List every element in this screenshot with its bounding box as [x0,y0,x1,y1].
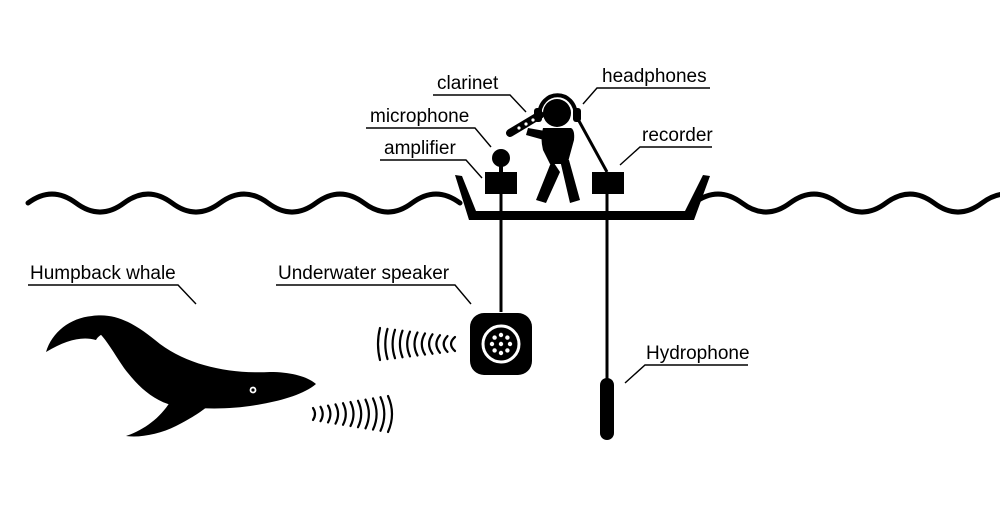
sound-wave-arc [334,403,340,425]
label-humpback-whale: Humpback whale [30,263,176,284]
sound-wave-arc [428,333,434,355]
humpback-whale-icon [46,315,316,437]
sound-wave-arc [341,402,347,426]
leader-lines [28,87,748,384]
sound-wave-arc [326,404,332,424]
musician-icon [506,93,581,203]
sound-wave-arc [449,335,457,353]
label-recorder: recorder [642,125,713,146]
label-underwater-speaker: Underwater speaker [278,263,450,284]
sound-wave-arc [376,326,382,362]
headphone-cable [577,120,609,173]
sound-wave-arc [442,335,449,353]
sound-wave-arc [391,328,397,360]
sound-wave-arc [319,405,324,423]
label-clarinet: clarinet [437,73,499,94]
label-headphones: headphones [602,66,707,87]
sound-wave-arc [435,334,442,354]
label-amplifier: amplifier [384,138,456,159]
boat [455,175,710,220]
amplifier-box [485,172,517,194]
label-microphone: microphone [370,106,469,127]
water-surface-left [25,191,463,215]
sound-wave-arc [349,400,355,428]
sound-wave-arc [379,396,386,432]
sound-wave-arc [364,398,370,430]
underwater-speaker-icon [470,313,532,375]
label-hydrophone: Hydrophone [646,343,750,364]
sound-wave-arc [420,332,427,356]
speaker-sound-waves [376,326,457,362]
sound-wave-arc [413,331,419,357]
sound-wave-arc [384,327,389,361]
hydrophone-icon [600,378,614,440]
microphone-icon [492,149,510,173]
sound-wave-arc [406,330,412,358]
recorder-box [592,172,624,194]
sound-wave-arc [311,406,317,422]
sound-wave-arc [398,329,404,359]
sound-wave-arc [356,399,363,429]
water-surface-right [691,191,1000,215]
sound-wave-arc [386,394,394,434]
whale-sound-waves [311,394,394,434]
sound-wave-arc [371,397,378,431]
